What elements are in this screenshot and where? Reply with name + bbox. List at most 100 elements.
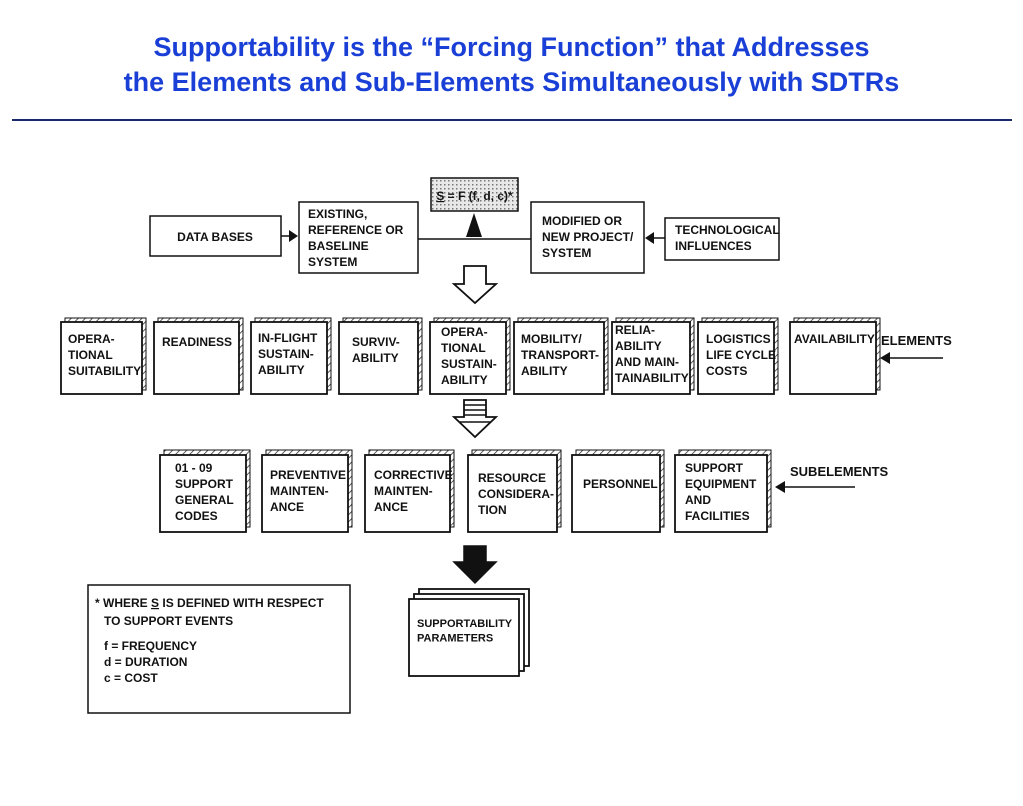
text-line: TAINABILITY — [615, 371, 689, 385]
text-line: ANCE — [374, 500, 408, 514]
text-line: ABILITY — [352, 351, 399, 365]
elements-pointer: ELEMENTS — [880, 333, 952, 364]
element-mobility-transportability: MOBILITY/TRANSPORT- ABILITY — [521, 332, 599, 378]
supportability-parameters-box: SUPPORTABILITY PARAMETERS — [408, 588, 530, 677]
text-line: f = FREQUENCY — [104, 639, 197, 653]
text-line: SYSTEM — [542, 246, 591, 260]
text-line: ABILITY — [441, 373, 488, 387]
text-line: AVAILABILITY — [794, 332, 875, 346]
text-line: SUITABILITY — [68, 364, 141, 378]
text-line: TECHNOLOGICAL — [675, 223, 780, 237]
text-line: CODES — [175, 509, 218, 523]
note-line-1-pre: * WHERE — [95, 596, 151, 610]
text-line: MODIFIED OR — [542, 214, 622, 228]
note-line-1-s: S — [151, 596, 159, 610]
subelements-pointer: SUBELEMENTS — [775, 464, 889, 493]
text-line: PREVENTIVE — [270, 468, 346, 482]
note-line-1: * WHERE S IS DEFINED WITH RESPECT — [95, 596, 324, 610]
supportability-parameters-text: SUPPORTABILITY PARAMETERS — [417, 618, 513, 645]
subelement-resource-consideration: RESOURCE CONSIDERA- TION — [478, 471, 554, 517]
arrow-technological-modified — [645, 232, 665, 244]
text-line: RESOURCE — [478, 471, 546, 485]
element-logistics-life-cycle-costs: LOGISTICS LIFE CYCLE COSTS — [706, 332, 776, 378]
text-line: ABILITY — [521, 364, 568, 378]
text-line: RELIA- — [615, 323, 655, 337]
text-line: MAINTEN- — [270, 484, 329, 498]
formula-box: S = F (f, d, c)* — [430, 177, 519, 212]
text-line: SUSTAIN- — [258, 347, 314, 361]
note-line-2: TO SUPPORT EVENTS — [104, 614, 233, 628]
formula-text: S = F (f, d, c)* — [436, 189, 513, 203]
text-line: SUPPORT — [685, 461, 744, 475]
arrow-databases-existing — [281, 230, 298, 242]
technological-influences-text: TECHNOLOGICAL INFLUENCES — [675, 223, 780, 253]
text-line: PARAMETERS — [417, 633, 493, 645]
solid-down-arrow — [452, 545, 498, 585]
element-inflight-sustainability: IN-FLIGHT SUSTAIN- ABILITY — [258, 331, 318, 377]
connector-existing-modified — [418, 213, 531, 240]
text-line: MOBILITY/ — [521, 332, 582, 346]
text-line: TIONAL — [68, 348, 113, 362]
note-definitions: f = FREQUENCY d = DURATION c = COST — [104, 639, 197, 685]
text-line: GENERAL — [175, 493, 234, 507]
text-line: ABILITY — [258, 363, 305, 377]
text-line: BASELINE — [308, 239, 369, 253]
text-line: MAINTEN- — [374, 484, 433, 498]
elements-row: OPERA- TIONAL SUITABILITY READINESS IN-FLI… — [60, 317, 881, 395]
text-line: EXISTING, — [308, 207, 367, 221]
hollow-down-arrow — [451, 265, 499, 305]
text-line: d = DURATION — [104, 655, 187, 669]
striped-down-arrow — [451, 399, 499, 439]
title-divider — [12, 119, 1012, 121]
text-line: READINESS — [162, 335, 232, 349]
text-line: TRANSPORT- — [521, 348, 599, 362]
subelement-support-equipment-facilities: SUPPORT EQUIPMENT AND FACILITIES — [685, 461, 757, 523]
elements-label: ELEMENTS — [881, 333, 952, 348]
formula-s: S — [436, 189, 444, 203]
text-line: FACILITIES — [685, 509, 750, 523]
title-line-2: the Elements and Sub-Elements Simultaneo… — [123, 67, 900, 97]
element-reliability-maintainability: RELIA- ABILITY AND MAIN- TAINABILITY — [615, 323, 689, 385]
formula-rest: = F (f, d, c)* — [444, 189, 513, 203]
text-line: ANCE — [270, 500, 304, 514]
text-line: c = COST — [104, 671, 158, 685]
text-line: CORRECTIVE — [374, 468, 453, 482]
subelement-personnel: PERSONNEL — [583, 477, 658, 491]
subelement-corrective-maintenance: CORRECTIVE MAINTEN- ANCE — [374, 468, 453, 514]
text-line: OPERA- — [68, 332, 115, 346]
text-line: TIONAL — [441, 341, 486, 355]
slide-title: Supportability is the “Forcing Function”… — [0, 30, 1023, 100]
element-readiness: READINESS — [162, 335, 232, 349]
element-survivability: SURVIV- ABILITY — [352, 335, 400, 365]
text-line: DATA BASES — [177, 230, 253, 244]
text-line: SURVIV- — [352, 335, 400, 349]
text-line: COSTS — [706, 364, 747, 378]
element-availability: AVAILABILITY — [794, 332, 875, 346]
text-line: ABILITY — [615, 339, 662, 353]
note-line-1-post: IS DEFINED WITH RESPECT — [159, 596, 324, 610]
text-line: TION — [478, 503, 507, 517]
text-line: PERSONNEL — [583, 477, 658, 491]
text-line: AND MAIN- — [615, 355, 679, 369]
text-line: IN-FLIGHT — [258, 331, 318, 345]
text-line: LOGISTICS — [706, 332, 771, 346]
text-line: REFERENCE OR — [308, 223, 404, 237]
text-line: 01 - 09 — [175, 461, 213, 475]
text-line: INFLUENCES — [675, 239, 752, 253]
subelements-label: SUBELEMENTS — [790, 464, 889, 479]
text-line: SUSTAIN- — [441, 357, 497, 371]
text-line: EQUIPMENT — [685, 477, 757, 491]
text-line: LIFE CYCLE — [706, 348, 776, 362]
text-line: AND — [685, 493, 711, 507]
subelement-preventive-maintenance: PREVENTIVE MAINTEN- ANCE — [270, 468, 346, 514]
text-line: SUPPORTABILITY — [417, 618, 513, 630]
text-line: CONSIDERA- — [478, 487, 554, 501]
title-line-1: Supportability is the “Forcing Function”… — [153, 32, 870, 62]
subelements-row: 01 - 09 SUPPORT GENERAL CODES PREVENTIVE MAI… — [159, 449, 772, 533]
